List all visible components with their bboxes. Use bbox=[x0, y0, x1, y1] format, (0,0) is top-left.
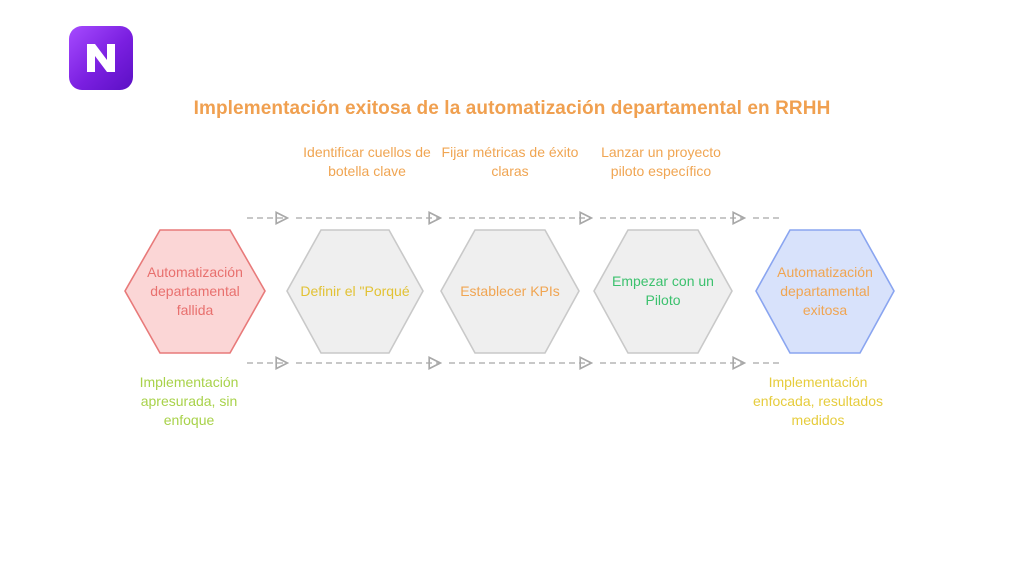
hexagon-pilot bbox=[593, 229, 733, 354]
step-3-label: Establecer KPIs bbox=[460, 282, 560, 299]
hexagon-define-why bbox=[286, 229, 424, 354]
step-2-top-note: Identificar cuellos de botella clave bbox=[303, 144, 431, 179]
step-1-label: Automatización departamental fallida bbox=[147, 263, 243, 318]
diagram-title: Implementación exitosa de la automatizac… bbox=[193, 98, 831, 119]
hexagon-success bbox=[755, 229, 895, 354]
step-5-label: Automatización departamental exitosa bbox=[777, 263, 873, 318]
failed-outcome-note: Implementación apresurada, sin enfoque bbox=[139, 374, 239, 428]
step-4-label: Empezar con un Piloto bbox=[612, 273, 714, 308]
n-logo-icon bbox=[87, 44, 115, 72]
hexagon-failed bbox=[124, 229, 266, 354]
brand-logo[interactable] bbox=[69, 26, 133, 90]
step-2-label: Definir el "Porqué bbox=[300, 282, 410, 299]
step-3-top-note: Fijar métricas de éxito claras bbox=[441, 144, 579, 179]
hexagon-kpis bbox=[440, 229, 580, 354]
success-outcome-note: Implementación enfocada, resultados medi… bbox=[753, 374, 883, 428]
step-4-top-note: Lanzar un proyecto piloto específico bbox=[601, 144, 721, 179]
